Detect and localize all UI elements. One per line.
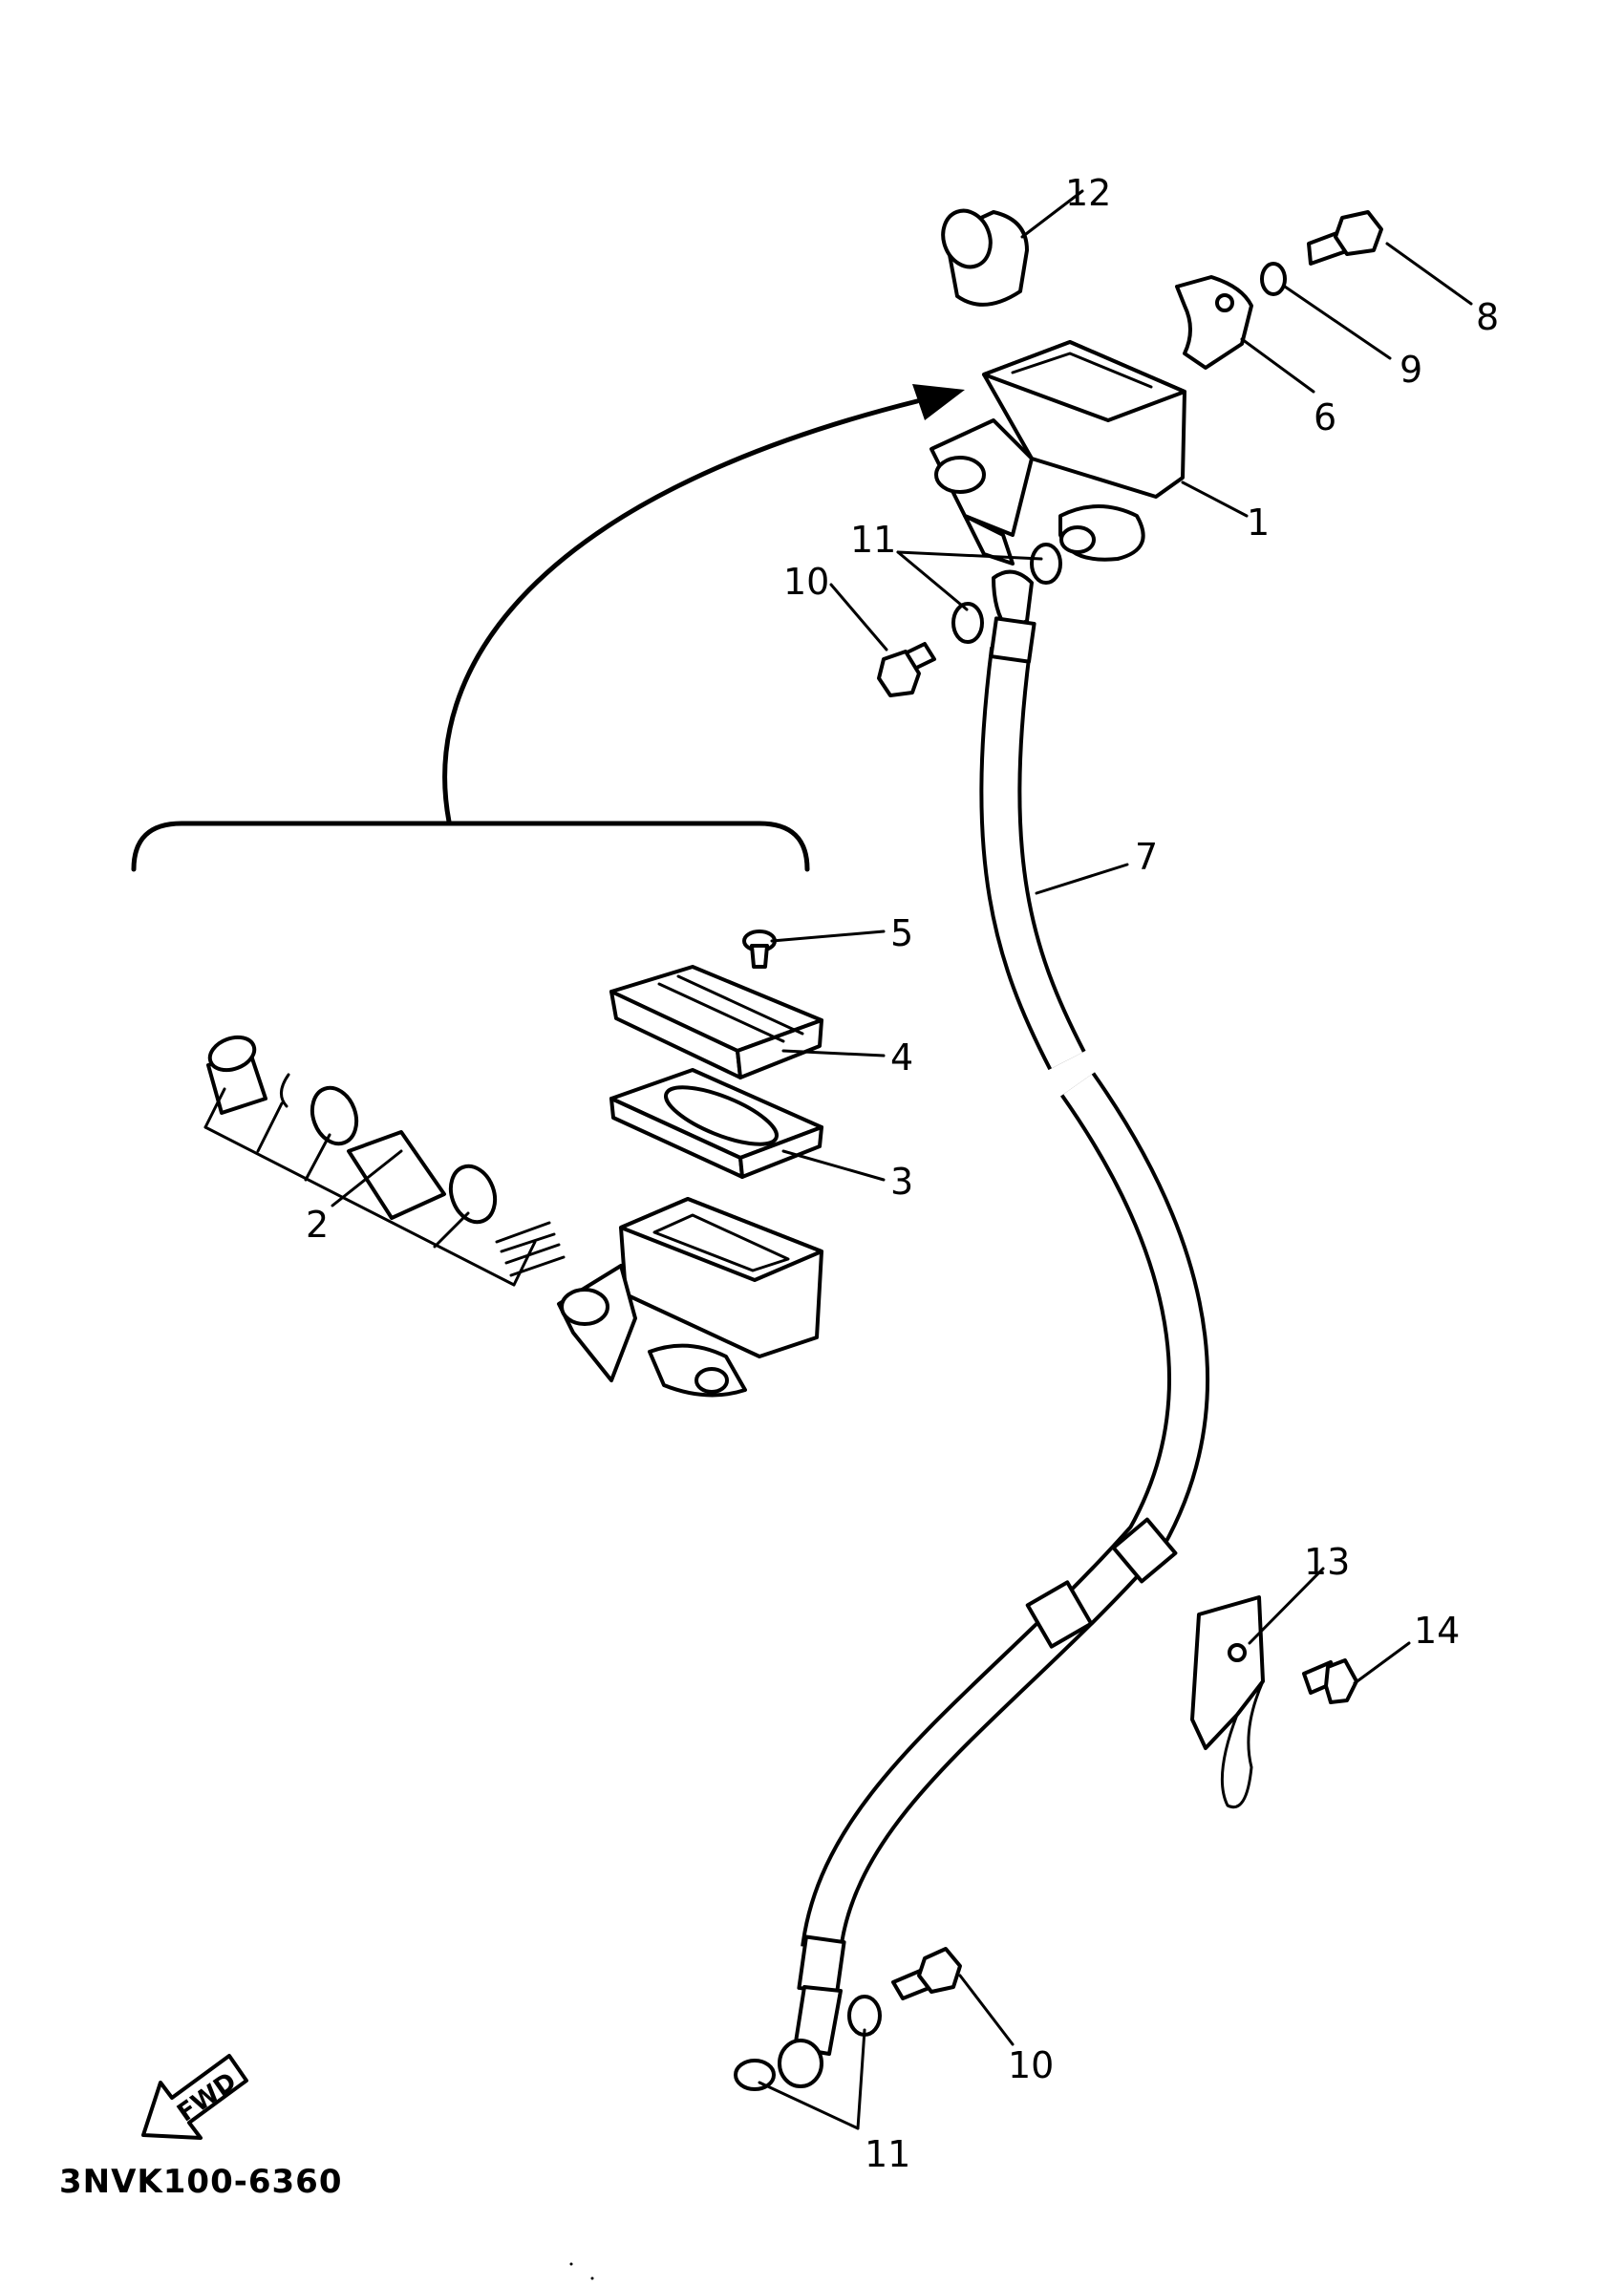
part-9-washer <box>1260 262 1287 296</box>
callout-2: 2 <box>306 1204 329 1246</box>
callout-4: 4 <box>890 1036 913 1079</box>
detail-bracket <box>131 821 810 872</box>
part-7-brake-hose <box>778 569 1209 2088</box>
detail-part-4-cap <box>609 965 823 1079</box>
callout-7: 7 <box>1135 836 1158 878</box>
detail-part-2-piston-kit <box>206 1035 566 1277</box>
part-11-washers-upper <box>951 543 1062 644</box>
detail-arrow <box>442 384 965 824</box>
detail-part-3-diaphragm <box>609 1068 823 1179</box>
callout-9: 9 <box>1400 349 1422 391</box>
callout-11-lower: 11 <box>865 2133 910 2175</box>
part-12-cap <box>941 208 1029 307</box>
callout-6: 6 <box>1314 396 1336 438</box>
part-code: 3NVK100-6360 <box>59 2163 342 2201</box>
callout-12: 12 <box>1065 172 1111 214</box>
fwd-arrow-icon: FWD <box>141 2054 248 2140</box>
callout-14: 14 <box>1414 1610 1460 1652</box>
scan-specks <box>569 2262 594 2280</box>
callout-10-lower: 10 <box>1008 2044 1054 2086</box>
callout-1: 1 <box>1247 502 1270 544</box>
callout-8: 8 <box>1476 296 1499 338</box>
part-8-bolt <box>1307 210 1383 266</box>
part-11-washers-lower <box>734 1995 882 2091</box>
leader-lines <box>203 189 1473 2130</box>
detail-part-5-screw <box>742 929 777 969</box>
part-6-clamp <box>1175 275 1253 370</box>
part-10-union-bolt-upper <box>877 642 936 697</box>
part-10-union-bolt-lower <box>891 1947 962 2000</box>
part-14-bolt <box>1302 1658 1358 1704</box>
part-1-master-cylinder <box>930 340 1186 566</box>
callout-13: 13 <box>1304 1541 1350 1583</box>
callout-11-upper: 11 <box>850 519 896 561</box>
detail-master-cylinder-body <box>557 1197 823 1398</box>
callout-10-upper: 10 <box>783 561 829 603</box>
part-13-hose-guide <box>1190 1595 1265 1808</box>
callout-3: 3 <box>890 1161 913 1203</box>
callout-5: 5 <box>890 912 913 954</box>
